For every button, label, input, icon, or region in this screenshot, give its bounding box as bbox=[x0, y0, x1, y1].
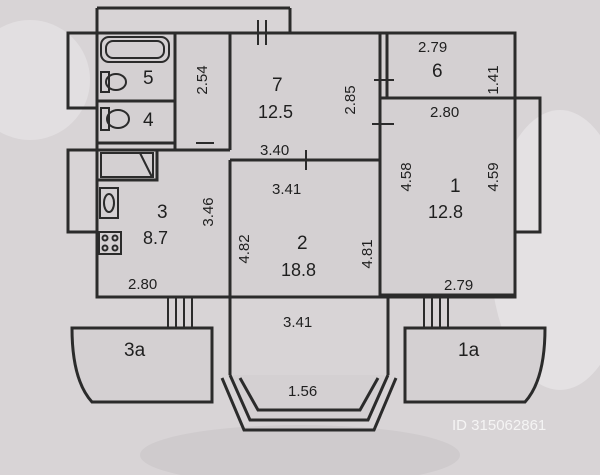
dim-room2-right-depth: 4.81 bbox=[359, 239, 376, 268]
dim-room7-depth: 2.85 bbox=[342, 85, 359, 114]
toilet-fixture-4 bbox=[100, 107, 130, 131]
room-1-number: 1 bbox=[450, 176, 461, 197]
dim-room1-right-depth: 4.59 bbox=[485, 162, 502, 191]
room-2-area: 18.8 bbox=[281, 260, 316, 280]
room-3-area: 8.7 bbox=[143, 228, 168, 248]
dim-room6-width: 2.79 bbox=[418, 39, 447, 56]
balcony-3a-label: 3a bbox=[124, 340, 146, 361]
room-2-number: 2 bbox=[297, 233, 308, 254]
balcony-3a-outline bbox=[70, 326, 214, 404]
stove-fixture bbox=[98, 231, 122, 255]
room-7-number: 7 bbox=[272, 75, 283, 96]
dimension-labels: 2.79 1.41 2.54 2.85 2.80 3.40 3.41 4.58 … bbox=[128, 39, 502, 400]
sink-fixture bbox=[100, 152, 154, 178]
room-4-number: 4 bbox=[143, 110, 154, 131]
room-3-number: 3 bbox=[157, 202, 168, 223]
dim-room7-width: 3.40 bbox=[260, 142, 289, 159]
room-6-number: 6 bbox=[432, 61, 443, 82]
dim-room2-top-width: 3.41 bbox=[272, 181, 301, 198]
opening-marks bbox=[167, 20, 449, 328]
kitchen-sink-fixture bbox=[99, 187, 119, 219]
dim-room1-left-depth: 4.58 bbox=[398, 162, 415, 191]
watermark-text: ID 315062861 bbox=[452, 417, 546, 434]
balcony-1a-label: 1a bbox=[458, 340, 480, 361]
dim-room1-top-width: 2.80 bbox=[430, 104, 459, 121]
dim-room2-left-depth: 4.82 bbox=[236, 234, 253, 263]
dim-room3-width: 2.80 bbox=[128, 276, 157, 293]
room-5-number: 5 bbox=[143, 68, 154, 89]
dim-room3-depth: 3.46 bbox=[200, 197, 217, 226]
dim-bay-window-width: 1.56 bbox=[288, 383, 317, 400]
dim-room6-depth: 1.41 bbox=[485, 65, 502, 94]
dim-room5-depth: 2.54 bbox=[194, 65, 211, 94]
bay-window-outline bbox=[220, 374, 398, 432]
room-1-area: 12.8 bbox=[428, 202, 463, 222]
room-7-area: 12.5 bbox=[258, 102, 293, 122]
room-labels: 1 12.8 2 18.8 3 8.7 4 5 6 7 12.5 1a 3a bbox=[124, 61, 480, 361]
bathtub-fixture bbox=[100, 36, 170, 63]
dim-room1-bottom-width: 2.79 bbox=[444, 277, 473, 294]
balcony-1a-outline bbox=[403, 326, 547, 404]
toilet-fixture-5 bbox=[100, 71, 127, 93]
dim-room2-bottom-width: 3.41 bbox=[283, 314, 312, 331]
